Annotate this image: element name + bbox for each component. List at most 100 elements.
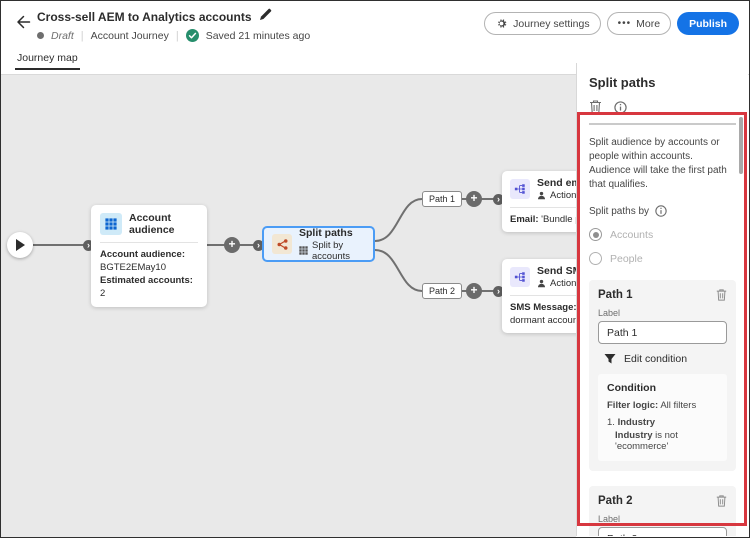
send-email-node[interactable]: Send email Action on p Email: 'Bundle pr… [502,171,576,232]
node-entry-connector[interactable]: › [493,286,504,297]
divider [510,295,576,296]
radio-people[interactable] [589,252,602,265]
info-icon[interactable] [655,205,667,217]
divider [510,207,576,208]
info-icon [614,100,627,114]
radio-people-label: People [610,252,643,265]
path1-label-input[interactable] [598,321,727,344]
pencil-icon [259,8,272,26]
node-subtitle-row: Action on p [537,278,576,289]
panel-title: Split paths [589,75,656,90]
split-paths-node[interactable]: Split paths Split by accounts [262,226,375,262]
more-button[interactable]: ••• More [606,12,672,35]
gear-icon [495,17,508,30]
split-by-label: Split paths by [589,205,650,217]
delete-path-button[interactable] [716,495,727,507]
condition-item-number: 1. [607,417,615,428]
path1-tag[interactable]: Path 1 [422,191,463,207]
person-icon [537,279,546,288]
label-field-caption: Label [598,308,621,318]
trash-icon [716,495,727,507]
path2-tag[interactable]: Path 2 [422,283,463,299]
node-text: Send SMS Action on p [537,265,576,289]
play-icon [15,239,25,251]
header-actions: Journey settings ••• More Publish [484,12,739,35]
node-subtitle: Action on p [550,190,576,201]
filter-logic-line: Filter logic: All filters [607,400,718,411]
node-info-button[interactable] [614,100,627,114]
back-button[interactable] [13,14,33,34]
journey-start-button[interactable] [7,232,33,258]
journey-type-label: Account Journey [90,29,169,42]
publish-button[interactable]: Publish [677,12,739,35]
more-icon: ••• [617,18,632,29]
tab-bar: Journey map [1,47,749,75]
header: Cross-sell AEM to Analytics accounts Dra… [1,1,749,47]
add-node-button[interactable]: + [224,237,240,253]
node-details: Account audience: BGTE2EMay10 Estimated … [100,248,198,300]
sms-label: SMS Message: [510,302,576,313]
estimated-accounts-label: Estimated accounts: [100,275,193,286]
divider: | [175,29,179,42]
path-card-header: Path 1 [598,289,727,301]
path-card-header: Path 2 [598,495,727,507]
saved-check-icon [185,29,199,42]
node-entry-connector[interactable]: › [493,194,504,205]
email-label: Email: [510,214,539,225]
tab-journey-map[interactable]: Journey map [15,47,80,70]
radio-accounts-label: Accounts [610,228,654,241]
node-subtitle-row: Split by accounts [299,240,365,262]
path-card-title: Path 1 [598,289,633,301]
filter-logic-label: Filter logic: [607,400,659,411]
add-node-button[interactable]: + [466,191,482,207]
panel-scrollbar-thumb[interactable] [739,117,743,174]
action-flow-icon [510,267,530,287]
condition-field: Industry [615,430,653,441]
person-icon [537,191,546,200]
condition-title: Condition [607,382,656,394]
add-node-button[interactable]: + [466,283,482,299]
node-header: Account audience [100,212,198,236]
journey-settings-button[interactable]: Journey settings [484,12,601,35]
journey-canvas[interactable]: › › › › + + + Account audience Account a… [1,75,576,537]
delete-path-button[interactable] [716,289,727,301]
node-entry-connector[interactable]: › [83,240,94,251]
edit-title-button[interactable] [259,8,273,26]
trash-icon [589,100,602,114]
draft-status-dot [37,32,44,39]
radio-accounts[interactable] [589,228,602,241]
delete-node-button[interactable] [589,100,602,114]
node-entry-connector[interactable]: › [253,240,264,251]
node-header: Send SMS Action on p [510,265,576,289]
divider [100,242,198,243]
status-badge: Draft [51,29,74,42]
audience-table-icon [100,213,122,235]
node-details: Email: 'Bundle promo [510,213,576,226]
edit-condition-button[interactable]: Edit condition [604,353,727,365]
audience-field-value: BGTE2EMay10 [100,262,166,273]
send-sms-node[interactable]: Send SMS Action on p SMS Message: 'Engag… [502,259,576,333]
condition-rest: is not 'ecommerce' [615,430,678,452]
condition-detail-line: Industry is not 'ecommerce' [607,430,718,452]
node-title: Send SMS [537,265,576,277]
split-by-row: Split paths by [589,205,736,217]
path2-card: Path 2 Label Edit condition Condition Fi… [589,486,736,536]
divider: | [80,29,84,42]
condition-item-line: 1. Industry [607,417,718,428]
split-paths-panel: Split paths Split audience by accounts o… [576,63,748,536]
node-text: Send email Action on p [537,177,576,201]
radio-people-row: People [589,252,736,265]
filter-logic-value: All filters [660,400,697,411]
estimated-accounts-value: 2 [100,288,106,299]
path1-card: Path 1 Label Edit condition Condition Fi… [589,280,736,471]
path2-label-input[interactable] [598,527,727,536]
action-flow-icon [510,179,530,199]
account-audience-node[interactable]: Account audience Account audience: BGTE2… [91,205,207,307]
page-title: Cross-sell AEM to Analytics accounts [37,10,252,24]
back-arrow-icon [15,14,31,35]
status-row: Draft | Account Journey | Saved 21 minut… [37,29,310,42]
node-title: Send email [537,177,576,189]
title-row: Cross-sell AEM to Analytics accounts [37,8,273,26]
grid-icon [299,246,308,255]
